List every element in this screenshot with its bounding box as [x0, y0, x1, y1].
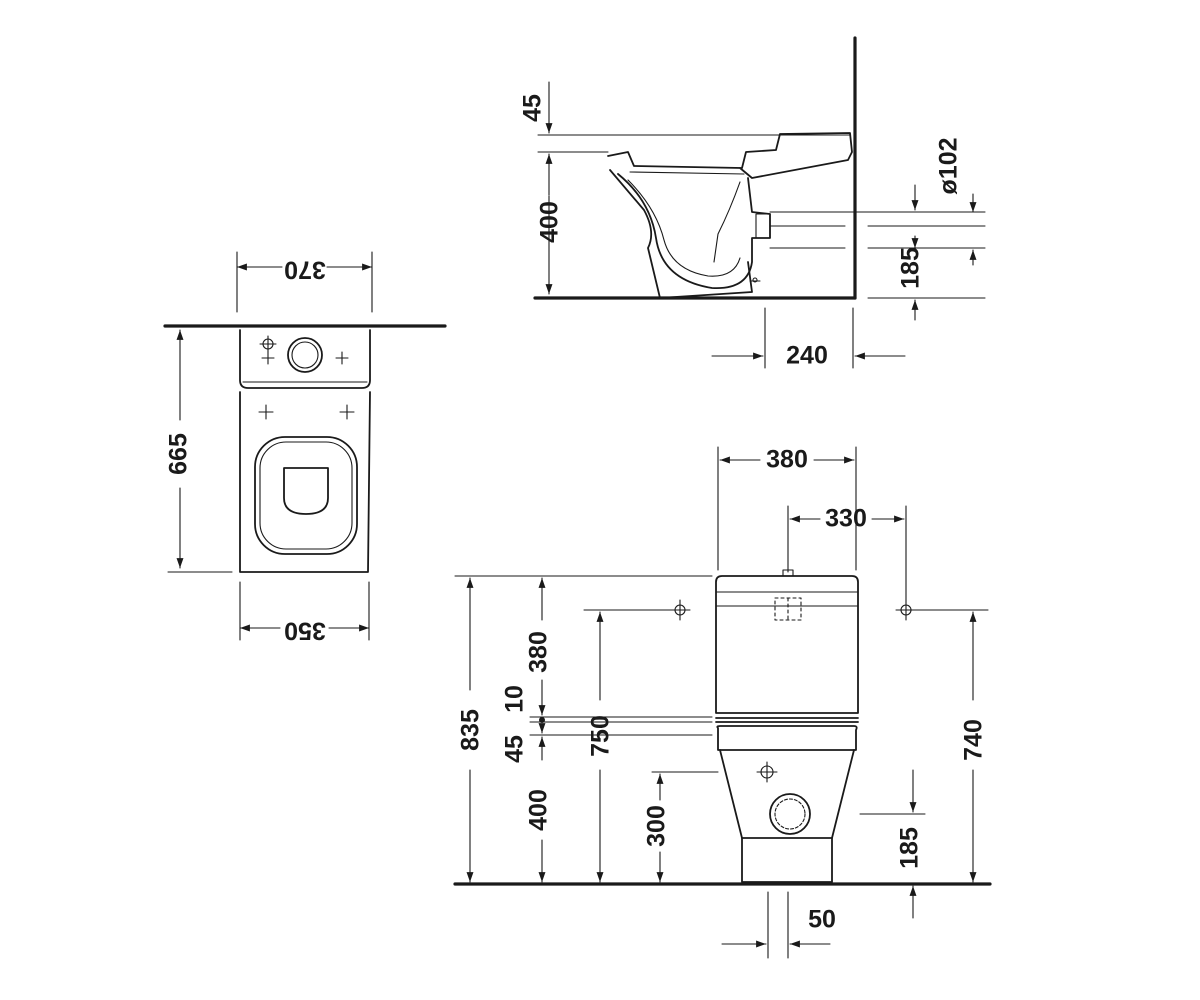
- outlet-circle: [769, 793, 811, 835]
- dim-width-overall: 380: [766, 446, 808, 474]
- dim-overall-height: 835: [457, 709, 485, 751]
- dim-width-top: 370: [284, 255, 326, 283]
- dim-pan-height: 400: [525, 789, 553, 831]
- dim-fixing-spacing: 330: [825, 505, 867, 533]
- inlet-mark-icon: [756, 761, 778, 783]
- cistern-outline: [715, 575, 859, 714]
- side-view: 45 400 ø102 185 240: [519, 36, 986, 370]
- bowl-outline: [609, 169, 661, 299]
- dim-base-offset: 50: [808, 906, 836, 934]
- dim-length: 665: [165, 433, 193, 475]
- wall-fixing-icon: [669, 599, 691, 621]
- dim-outlet-height: 185: [897, 247, 925, 289]
- dim-outlet-depth: 240: [786, 342, 828, 370]
- dim-fixing-height: 750: [587, 715, 615, 757]
- cistern-outline: [239, 329, 371, 389]
- dim-joint-gap: 10: [501, 685, 529, 713]
- front-view: 380 330 835 380 10 45 400 750: [453, 446, 992, 959]
- dim-outlet-diameter: ø102: [935, 138, 963, 195]
- wall-fixing-icon: [895, 599, 917, 621]
- seat-fixing-icon: [258, 404, 355, 420]
- dim-outlet-height: 185: [896, 827, 924, 869]
- lid-outline: [607, 132, 853, 179]
- dim-seat-rim: 45: [501, 735, 529, 763]
- flush-button-icon: [287, 337, 323, 373]
- dim-wall-fixing-height: 740: [960, 719, 988, 761]
- dim-cistern-height: 380: [525, 631, 553, 673]
- dim-inlet-height: 300: [643, 805, 671, 847]
- bowl-opening: [283, 467, 329, 515]
- dim-seat-height: 400: [536, 201, 564, 243]
- fixing-mark-icon: [259, 335, 277, 353]
- dim-width-bottom: 350: [284, 616, 326, 644]
- dim-seat-gap: 45: [519, 94, 547, 122]
- pan-outline: [716, 725, 858, 751]
- pan-outline: [239, 391, 371, 573]
- fixing-mark-icon: [261, 351, 349, 365]
- seat-outline: [254, 436, 358, 555]
- top-view: 370 665 350: [163, 251, 447, 644]
